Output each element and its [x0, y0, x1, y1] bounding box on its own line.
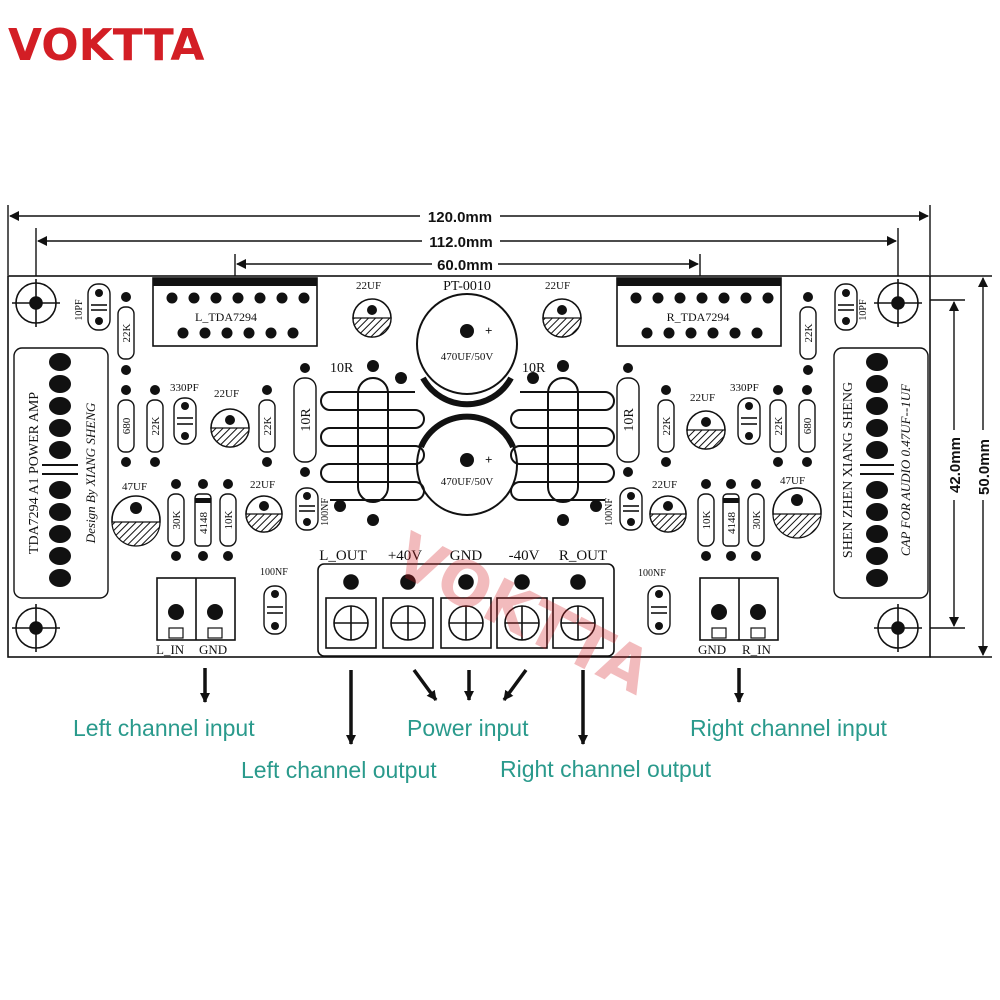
caption-right-output: Right channel output [500, 756, 712, 782]
plus-mark: + [485, 452, 492, 467]
r30k-left-label: 30K [171, 510, 183, 529]
gnd-right-label: GND [698, 642, 726, 657]
r680-right-label: 680 [802, 417, 814, 434]
r10k-right-label: 10K [701, 510, 713, 529]
left-components: 10PF 22K 680 22K 330PF 22UF 22K 10R 47UF [74, 280, 392, 635]
vpos-label: +40V [388, 548, 422, 564]
plus-mark: + [485, 323, 492, 338]
dim-42mm: 42.0mm [947, 437, 964, 493]
r22k-left-mid-label: 22K [150, 416, 162, 435]
cap-note: CAP FOR AUDIO 0.47UF--1UF [898, 383, 913, 556]
dim-50mm: 50.0mm [976, 439, 993, 495]
mounting-hole-tr [874, 279, 922, 327]
brand-name: VOKTTA [8, 20, 204, 71]
designer-credit: Design By XIANG SHENG [83, 402, 98, 544]
r10r-right-label: 10R [622, 408, 637, 432]
inductor-right-pads [527, 360, 602, 526]
main-cap-top-label: 470UF/50V [441, 351, 494, 363]
caption-left-input: Left channel input [73, 715, 255, 741]
board-model: PT-0010 [443, 279, 491, 294]
gnd-center-label: GND [450, 548, 483, 564]
chip-right-label: R_TDA7294 [667, 310, 730, 324]
c330pf-right-label: 330PF [730, 382, 759, 394]
main-cap-bottom: + 470UF/50V [416, 413, 518, 516]
c22uf-left-mid-label: 22UF [214, 388, 239, 400]
mounting-hole-br [874, 604, 922, 652]
r10r-left-label: 10R [299, 408, 314, 432]
r-out-label: R_OUT [559, 548, 607, 564]
r22k-left-low-label: 22K [262, 416, 274, 435]
chip-right-footprint: R_TDA7294 [616, 277, 782, 347]
dim-120mm: 120.0mm [428, 209, 492, 226]
dimension-labels: 120.0mm 112.0mm 60.0mm 42.0mm 50.0mm [420, 206, 993, 500]
inductor-left [320, 377, 425, 503]
c22uf-right-top-label: 22UF [545, 280, 570, 292]
caption-right-input: Right channel input [690, 715, 888, 741]
c22uf-right-mid-label: 22UF [690, 392, 715, 404]
c47uf-right-label: 47UF [780, 475, 805, 487]
l-in-label: L_IN [156, 642, 185, 657]
chip-left-footprint: L_TDA7294 [152, 277, 318, 347]
mounting-hole-tl [12, 279, 60, 327]
c100nf-left-high-label: 100NF [320, 498, 331, 526]
inductor-right [510, 377, 615, 503]
power-output-terminal: L_OUT +40V GND -40V R_OUT [317, 548, 615, 657]
c47uf-left-label: 47UF [122, 481, 147, 493]
right-components: 10PF 22K 680 22K 330PF 22UF 22K 10R 47UF [542, 280, 869, 635]
d4148-right-label: 4148 [726, 512, 738, 535]
right-input-terminal: GND R_IN [698, 577, 779, 657]
l-out-label: L_OUT [319, 548, 367, 564]
c100nf-right-low-label: 100NF [638, 568, 666, 579]
right-title-block: SHEN ZHEN XIANG SHENG CAP FOR AUDIO 0.47… [833, 347, 929, 599]
inductor-right-label: 10R [522, 361, 546, 376]
vneg-label: -40V [509, 548, 540, 564]
r22k-right-top-label: 22K [803, 323, 815, 342]
gnd-left-label: GND [199, 642, 227, 657]
c100nf-left-low-label: 100NF [260, 567, 288, 578]
brand-logo: VOKTTA [8, 20, 204, 71]
c22uf-right-low-label: 22UF [652, 479, 677, 491]
c100nf-right-high-label: 100NF [604, 498, 615, 526]
r-in-label: R_IN [742, 642, 772, 657]
mounting-hole-bl [12, 604, 60, 652]
mounting-holes [12, 279, 922, 652]
r680-left-label: 680 [121, 417, 133, 434]
dim-60mm: 60.0mm [437, 257, 493, 274]
board-title-right: SHEN ZHEN XIANG SHENG [841, 382, 856, 558]
callout-arrows [200, 668, 744, 745]
left-input-terminal: L_IN GND [156, 577, 236, 657]
r22k-right-mid-label: 22K [773, 416, 785, 435]
main-cap-bottom-label: 470UF/50V [441, 476, 494, 488]
c10pf-left-label: 10PF [74, 299, 85, 321]
chip-left-label: L_TDA7294 [195, 310, 257, 324]
inductor-left-label: 10R [330, 361, 354, 376]
c22uf-left-top-label: 22UF [356, 280, 381, 292]
r10k-left-label: 10K [223, 510, 235, 529]
c330pf-left-label: 330PF [170, 382, 199, 394]
main-cap-top: + 470UF/50V [416, 293, 518, 408]
caption-power-input: Power input [407, 715, 529, 741]
left-title-block: TDA7294 A1 POWER AMP Design By XIANG SHE… [13, 347, 109, 599]
c10pf-right-label: 10PF [858, 299, 869, 321]
board-title-left: TDA7294 A1 POWER AMP [27, 392, 42, 554]
d4148-left-label: 4148 [198, 512, 210, 535]
inductor-left-pads [334, 360, 407, 526]
c22uf-left-low-label: 22UF [250, 479, 275, 491]
r30k-right-label: 30K [751, 510, 763, 529]
r22k-left-top-label: 22K [121, 323, 133, 342]
r22k-right-low-label: 22K [661, 416, 673, 435]
captions: Left channel input Left channel output P… [73, 715, 888, 783]
dim-112mm: 112.0mm [429, 234, 492, 251]
caption-left-output: Left channel output [241, 757, 437, 783]
